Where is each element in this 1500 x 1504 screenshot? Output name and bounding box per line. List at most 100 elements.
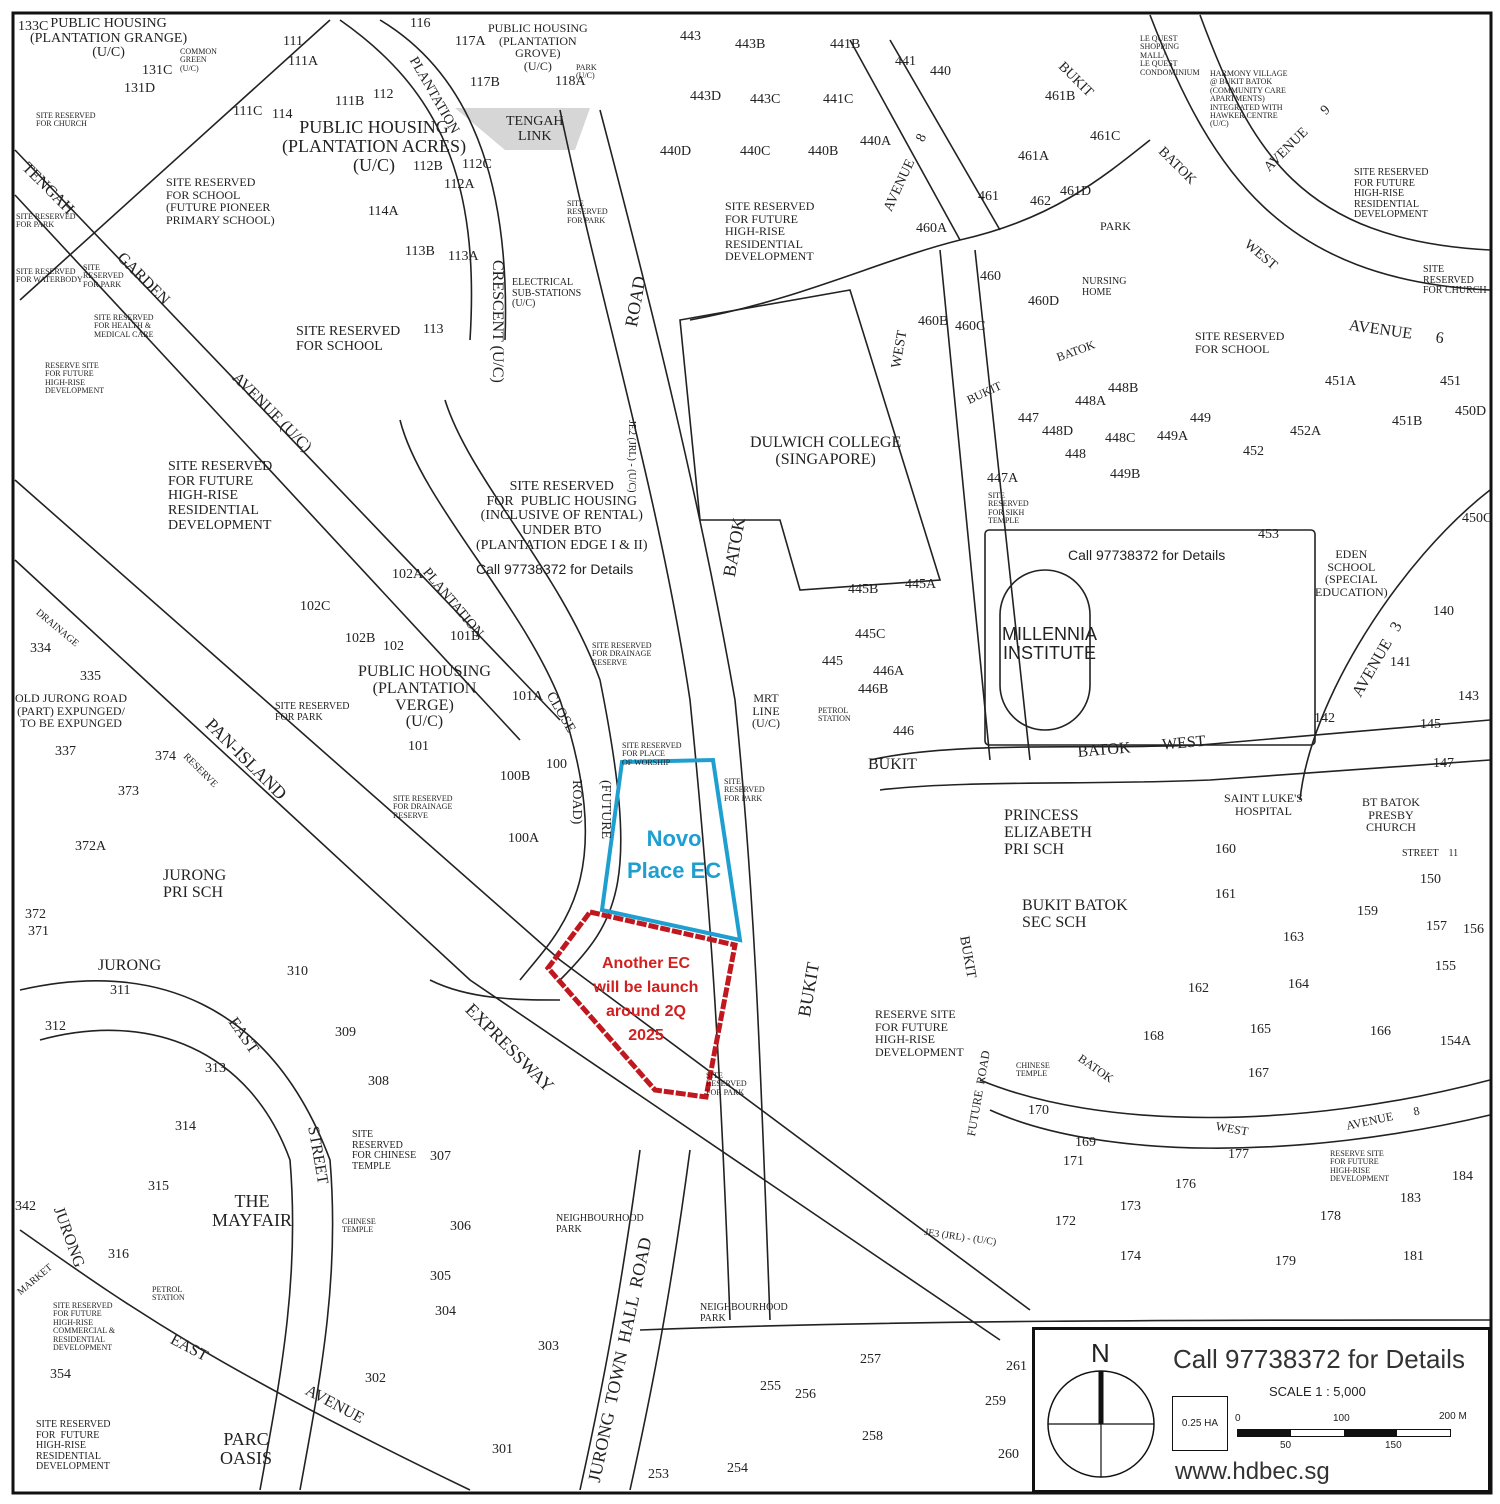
block-number: 154A: [1440, 1034, 1472, 1049]
block-number: 445: [822, 654, 843, 669]
label-school-2: SITE RESERVED FOR SCHOOL: [296, 324, 401, 354]
block-number: 441C: [823, 92, 854, 107]
north-label: N: [1091, 1338, 1110, 1368]
block-number: 143: [1458, 689, 1479, 704]
another-ec-label[interactable]: Another EC will be launch around 2Q 2025: [593, 955, 699, 1044]
label-old-jurong: OLD JURONG ROAD (PART) EXPUNGED/ TO BE E…: [15, 691, 128, 731]
block-number: 176: [1175, 1177, 1196, 1192]
label-nursing: NURSING HOME: [1082, 276, 1127, 298]
block-number: 131C: [142, 63, 173, 78]
block-number: 447: [1018, 411, 1039, 426]
block-number: 445C: [855, 627, 886, 642]
label-le-quest: LE QUEST SHOPPING MALL/ LE QUEST CONDOMI…: [1140, 34, 1200, 77]
block-number: 449A: [1157, 429, 1189, 444]
label-health: SITE RESERVED FOR HEALTH & MEDICAL CARE: [94, 313, 154, 339]
block-number: 461B: [1045, 89, 1076, 104]
block-number: 102C: [300, 599, 331, 614]
block-number: 443B: [735, 37, 766, 52]
block-number: 259: [985, 1394, 1006, 1409]
block-number: 306: [450, 1219, 471, 1234]
label-park-2: SITE RESERVED FOR PARK: [83, 263, 124, 289]
block-number: 305: [430, 1269, 451, 1284]
block-number: 170: [1028, 1103, 1049, 1118]
label-princess: PRINCESS ELIZABETH PRI SCH: [1004, 807, 1092, 858]
block-number: 441B: [830, 37, 861, 52]
block-number: 451A: [1325, 374, 1357, 389]
block-number: 184: [1452, 1169, 1473, 1184]
block-number: 371: [28, 924, 49, 939]
block-number: 100A: [508, 831, 540, 846]
block-number: 112C: [462, 157, 492, 172]
label-plantation-acres: PUBLIC HOUSING (PLANTATION ACRES) (U/C): [282, 117, 467, 175]
block-number: 449: [1190, 411, 1211, 426]
block-number: 445A: [905, 577, 937, 592]
label-je2: JE2 (JRL) - (U/C): [626, 420, 637, 493]
label-reserve-highrise-2: RESERVE SITE FOR FUTURE HIGH-RISE DEVELO…: [875, 1007, 964, 1059]
block-number: 260: [998, 1447, 1019, 1462]
scale-tick-0: 0: [1235, 1413, 1241, 1424]
block-number: 315: [148, 1179, 169, 1194]
block-number: 452: [1243, 444, 1264, 459]
label-park-6: SITE RESERVED FOR PARK: [275, 701, 350, 723]
block-number: 165: [1250, 1022, 1271, 1037]
label-petrol-2: PETROL STATION: [818, 706, 851, 724]
legend-call: Call 97738372 for Details: [1173, 1344, 1465, 1374]
block-number: 372: [25, 907, 46, 922]
block-number: 177: [1228, 1147, 1249, 1162]
block-number: 171: [1063, 1154, 1084, 1169]
block-number: 253: [648, 1467, 669, 1482]
block-number: 451: [1440, 374, 1461, 389]
block-number: 255: [760, 1379, 781, 1394]
block-number: 114A: [368, 204, 399, 219]
block-number: 258: [862, 1429, 883, 1444]
label-park-7: SITE RESERVED FOR PARK: [706, 1071, 747, 1097]
block-number: 461D: [1060, 184, 1092, 199]
north-arrow-icon: [1047, 1370, 1155, 1478]
block-number: 312: [45, 1019, 66, 1034]
block-number: 161: [1215, 887, 1236, 902]
block-number: 162: [1188, 981, 1209, 996]
block-number: 448B: [1108, 381, 1139, 396]
block-number: 460D: [1028, 294, 1060, 309]
block-number: 443D: [690, 89, 722, 104]
block-number: 443: [680, 29, 701, 44]
block-number: 133C: [18, 19, 49, 34]
label-bb-sec: BUKIT BATOK SEC SCH: [1022, 897, 1128, 931]
novo-place-ec-label[interactable]: Novo Place EC: [627, 826, 722, 883]
block-number: 101B: [450, 629, 481, 644]
block-number: 440D: [660, 144, 692, 159]
block-number: 168: [1143, 1029, 1164, 1044]
block-number: 147: [1433, 756, 1454, 771]
label-parc-oasis: PARC OASIS: [220, 1429, 273, 1468]
label-crescent: CRESCENT (U/C): [489, 260, 506, 383]
block-number: 440: [930, 64, 951, 79]
block-number: 373: [118, 784, 139, 799]
block-number: 448C: [1105, 431, 1136, 446]
label-jurong-1: JURONG: [98, 957, 162, 974]
label-future-highrise-2: SITE RESERVED FOR FUTURE HIGH-RISE RESID…: [168, 459, 273, 533]
label-worship: SITE RESERVED FOR PLACE OF WORSHIP: [622, 741, 682, 767]
label-neighbourhood-park-2: NEIGHBOURHOOD PARK: [700, 1302, 788, 1324]
block-number: 374: [155, 749, 176, 764]
scale-bar: [1237, 1429, 1451, 1437]
block-number: 337: [55, 744, 76, 759]
label-harmony: HARMONY VILLAGE @ BUKIT BATOK (COMMUNITY…: [1210, 69, 1288, 129]
block-number: 111B: [335, 94, 365, 109]
website-link[interactable]: www.hdbec.sg: [1175, 1458, 1330, 1485]
label-presby: BT BATOK PRESBY CHURCH: [1362, 795, 1420, 835]
block-number: 308: [368, 1074, 389, 1089]
area-box: 0.25 HA: [1172, 1396, 1228, 1451]
label-mayfair: THE MAYFAIR: [212, 1191, 293, 1230]
block-number: 111: [283, 34, 303, 49]
block-number: 460A: [916, 221, 948, 236]
label-street-11: STREET 11: [1402, 848, 1459, 859]
label-plantation-grange: PUBLIC HOUSING (PLANTATION GRANGE) (U/C): [30, 16, 188, 61]
block-number: 441: [895, 54, 916, 69]
block-number: 174: [1120, 1249, 1141, 1264]
block-number: 448A: [1075, 394, 1107, 409]
block-number: 159: [1357, 904, 1378, 919]
block-number: 166: [1370, 1024, 1391, 1039]
label-chinese-temple-2: CHINESE TEMPLE: [1016, 1061, 1050, 1079]
block-number: 113B: [405, 244, 435, 259]
